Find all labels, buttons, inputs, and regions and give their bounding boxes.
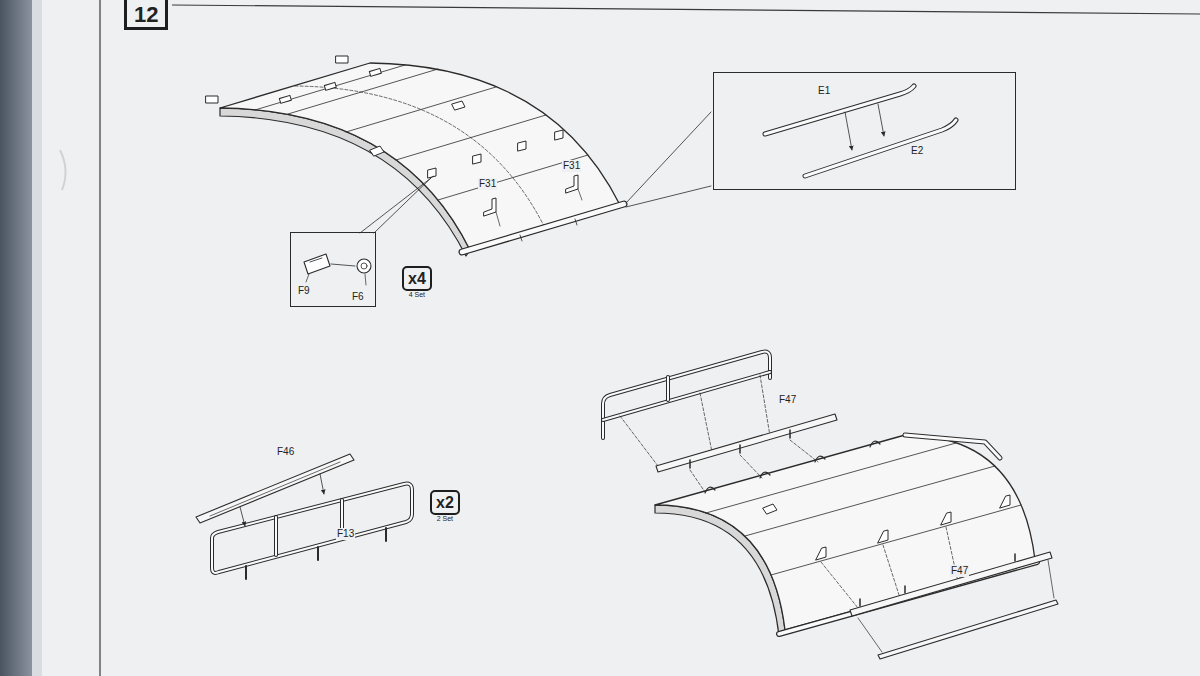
leader-line [374, 176, 433, 233]
leader-line [626, 186, 711, 207]
detail-inset: E1E2 [713, 72, 1016, 190]
leader-line [360, 178, 431, 233]
set-count: 2 Set [437, 515, 453, 523]
part-number: F6 [351, 291, 365, 303]
fitting-parts [304, 254, 371, 285]
part-number: F31 [562, 160, 581, 172]
desk-edge [0, 0, 32, 676]
railing-parts [196, 454, 412, 579]
page-border [99, 0, 100, 676]
page-border [172, 5, 1200, 14]
part-number: F13 [336, 528, 355, 540]
quantity-badge: x22 Set [430, 490, 460, 515]
quantity: x2 [436, 493, 454, 512]
part-number: F47 [778, 394, 797, 406]
part-number: E1 [817, 85, 831, 97]
step-number-box: 12 [124, 0, 168, 30]
panel-with-racks [603, 352, 1058, 659]
set-count: 4 Set [409, 291, 425, 299]
rail-parts [765, 86, 956, 176]
page-fold [60, 150, 66, 190]
step-number: 12 [134, 3, 158, 27]
quantity: x4 [408, 269, 426, 288]
roof-panel [206, 56, 624, 256]
part-number: F46 [276, 446, 295, 458]
part-number: E2 [910, 145, 924, 157]
quantity-badge: x44 Set [402, 266, 432, 291]
part-number: F9 [297, 285, 311, 297]
part-number: F31 [478, 178, 497, 190]
part-number: F47 [950, 565, 969, 577]
detail-inset: F9F6 [290, 232, 376, 307]
page-shadow [32, 0, 42, 676]
